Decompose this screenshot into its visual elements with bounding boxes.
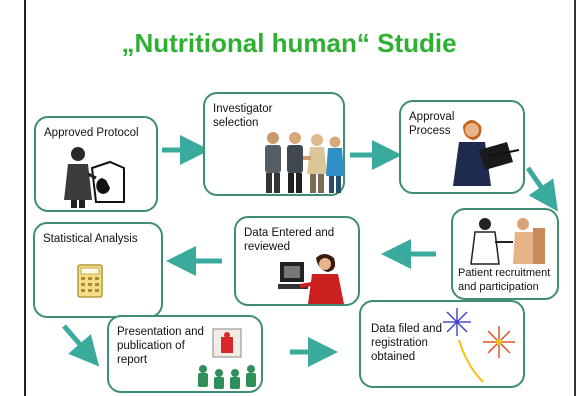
arrow-approval-to-patient [525,166,558,212]
node-investigator-selection: Investigator selection [203,92,345,196]
node-label: Data Entered and reviewed [244,227,335,253]
node-label: Data filed and registration obtained [371,323,442,363]
node-approved-protocol: Approved Protocol [34,116,158,212]
arrow-statistics-to-presentation [62,324,100,367]
calculator-icon [77,264,103,298]
node-label: Investigator selection [213,103,273,129]
fireworks-icon [443,308,515,383]
doctor-patient-exam-icon [470,218,545,265]
woman-with-clipboard-icon [453,120,520,186]
node-label: Approved Protocol [44,127,139,139]
presenter-with-document-icon [64,147,125,208]
node-label: Presentation and publication of report [117,326,204,366]
node-label: Statistical Analysis [43,233,138,245]
handshake-people-icon [265,132,344,193]
node-presentation-publication: Presentation and publication of report [107,315,263,393]
node-approval-process: Approval Process [399,100,525,194]
node-data-entered-reviewed: Data Entered and reviewed [234,216,360,306]
node-patient-recruitment: Patient recruitment and participation [451,208,559,300]
slide-edge-right [574,0,576,396]
node-data-filed-registration: Data filed and registration obtained [359,300,525,388]
slide-edge-left [24,0,26,396]
audience-presentation-icon [198,328,256,389]
woman-at-computer-icon [278,254,344,304]
node-label: Approval Process [409,111,455,137]
node-label: Patient recruitment and participation [458,267,551,293]
node-statistical-analysis: Statistical Analysis [33,222,163,318]
diagram-title: „Nutritional human“ Studie [121,28,457,58]
